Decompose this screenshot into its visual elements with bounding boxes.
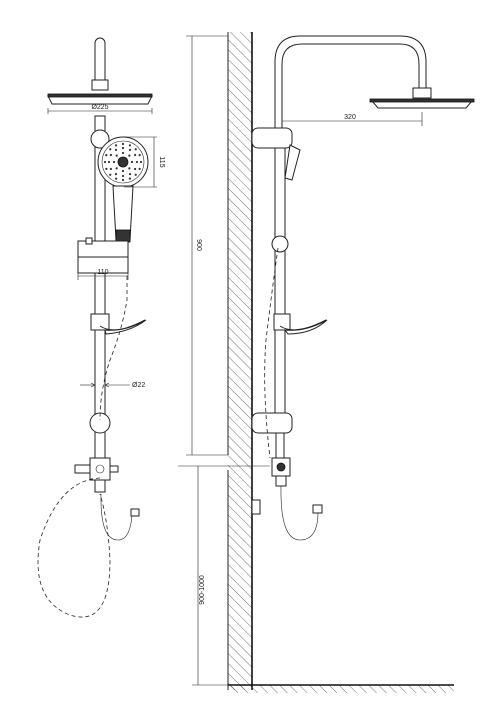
- nozzle-dot: [109, 173, 112, 176]
- nozzle-dot: [114, 173, 118, 176]
- nozzle-dot: [121, 142, 125, 146]
- front-connector-hose: [100, 493, 133, 541]
- upper-ring-holder: [90, 129, 110, 149]
- holder-offset-dimension: 110: [77, 269, 129, 280]
- side-rain-shower-head: [369, 87, 475, 109]
- wall-inlet: [251, 499, 261, 515]
- nozzle-dot: [105, 167, 108, 170]
- nozzle-dot: [115, 144, 118, 147]
- nozzle-dot: [109, 153, 112, 157]
- wall: [228, 32, 252, 690]
- nozzle-dot: [134, 173, 137, 176]
- front-connector: [130, 508, 140, 517]
- rain-shower-head: [47, 79, 153, 105]
- nozzle-dot: [128, 177, 131, 180]
- side-connector-hose: [280, 485, 319, 541]
- nozzle-dot: [105, 154, 108, 157]
- nozzle-dot: [128, 173, 132, 176]
- nozzle-dot: [121, 146, 125, 150]
- side-soap-dish: [273, 313, 328, 335]
- nozzle-dot: [138, 154, 141, 157]
- nozzle-dot: [134, 148, 137, 151]
- nozzle-dot: [121, 169, 125, 173]
- pipe-diameter-label: Ø22: [132, 382, 145, 389]
- nozzle-dot: [121, 151, 125, 155]
- side-hand-shower: [284, 144, 301, 181]
- pipe-diameter-dimension: Ø22: [80, 382, 145, 389]
- nozzle-dot: [121, 174, 125, 178]
- side-riser: [274, 147, 286, 414]
- nozzle-dot: [128, 148, 132, 151]
- rain-head-diameter-label: Ø225: [91, 104, 108, 111]
- mount-height-dimension: 900-1000: [178, 465, 270, 686]
- nozzle-dot: [128, 144, 131, 147]
- nozzle-dot: [128, 167, 131, 170]
- slide-holder: [77, 237, 129, 274]
- diverter-valve: [74, 457, 119, 493]
- floor: [228, 685, 454, 693]
- nozzle-dot: [114, 148, 118, 151]
- nozzle-dot: [115, 154, 118, 157]
- lower-wall-bracket: [251, 412, 293, 434]
- nozzle-dot: [115, 167, 118, 170]
- nozzle-dot: [109, 167, 112, 171]
- nozzle-dot: [135, 160, 139, 164]
- side-lower-riser: [275, 432, 285, 459]
- nozzle-dot: [130, 160, 134, 164]
- arm-reach-label: 320: [344, 114, 356, 121]
- holder-offset-label: 110: [97, 269, 108, 276]
- hand-shower-head: [97, 136, 149, 243]
- arm-reach-dimension: 320: [281, 112, 423, 126]
- front-hose: [37, 276, 128, 618]
- side-diverter-valve: [271, 457, 291, 487]
- side-ball-holder: [271, 235, 289, 253]
- mount-height-label: 900-1000: [199, 575, 206, 605]
- column-height-dimension: 900: [186, 35, 228, 456]
- nozzle-dot: [134, 153, 137, 157]
- front-arm-top: [94, 37, 106, 87]
- nozzle-dot: [109, 148, 112, 151]
- nozzle-dot: [128, 154, 131, 157]
- soap-dish: [90, 313, 147, 335]
- nozzle-dot: [121, 178, 125, 182]
- nozzle-dot: [107, 160, 111, 164]
- side-view: 900 900-1000 320: [178, 32, 475, 693]
- hand-shower-size-dimension: 115: [124, 136, 165, 188]
- column-height-label: 900: [195, 239, 202, 251]
- nozzle-dot: [134, 167, 137, 171]
- rain-head-diameter-dimension: Ø225: [47, 104, 153, 114]
- hand-shower-size-label: 115: [158, 156, 165, 167]
- upper-wall-bracket: [251, 127, 293, 149]
- side-connector: [312, 504, 323, 514]
- nozzle-dot: [139, 160, 143, 164]
- nozzle-dot: [112, 160, 116, 164]
- nozzle-dot: [138, 167, 141, 170]
- front-view: Ø225 115: [37, 37, 165, 618]
- nozzle-dot: [103, 160, 107, 164]
- side-hose: [264, 247, 279, 459]
- nozzle-dot: [115, 177, 118, 180]
